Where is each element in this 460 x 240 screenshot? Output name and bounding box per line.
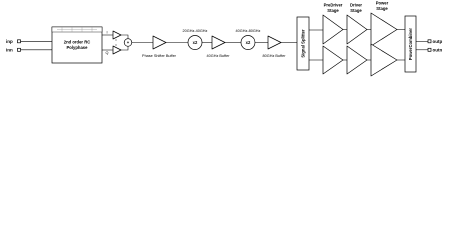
predriver-amp-lower — [322, 45, 344, 75]
power-amp-upper — [370, 12, 398, 47]
power-stage-label-1: Power — [376, 1, 389, 6]
driver-stage-label-1: Driver — [350, 3, 362, 8]
output-pin-outn — [427, 47, 432, 52]
driver-stage-label-2: Stage — [350, 8, 362, 13]
buffer-80ghz-label: 80GHz Buffer — [263, 54, 287, 58]
buffer-40ghz-label: 40GHz Buffer — [207, 54, 231, 58]
output-label-outp: outp — [433, 39, 443, 44]
lower-amplifier-chain — [309, 43, 405, 77]
summing-symbol: + — [127, 40, 130, 45]
input-label-inn: inn — [6, 48, 13, 53]
i-path-vga — [112, 30, 122, 40]
upper-amplifier-chain — [309, 12, 405, 47]
output-label-outn: outn — [433, 48, 443, 53]
polyphase-label-line1: 2nd order RC — [64, 40, 91, 45]
signal-splitter-label: Signal Splitter — [301, 29, 306, 58]
iq-vector-modulator: I Q + — [106, 30, 133, 55]
doubler-2-range: 40GHz-80GHz — [236, 29, 261, 33]
buffer-40ghz — [211, 35, 226, 50]
power-stage-label-2: Stage — [376, 6, 388, 11]
polyphase-filter-block: 2nd order RC Polyphase — [51, 26, 103, 64]
doubler-1-range: 20GHz-40GHz — [183, 29, 208, 33]
q-path-label: Q — [106, 51, 109, 55]
predriver-amp-upper — [322, 14, 344, 45]
q-path-vga — [112, 45, 122, 55]
polyphase-label-line2: Polyphase — [67, 45, 89, 50]
power-combiner-label: PowerCombiner — [408, 28, 413, 60]
driver-amp-upper — [346, 14, 368, 45]
doubler-1-symbol: x2 — [193, 40, 198, 45]
wire-vga-to-sum — [121, 34, 129, 51]
doubler-2-symbol: x2 — [246, 40, 251, 45]
i-path-label: I — [106, 31, 107, 35]
input-label-inp: inp — [6, 39, 13, 44]
predriver-stage-label-1: PreDriver — [324, 3, 343, 8]
power-amp-lower — [370, 43, 398, 77]
driver-amp-lower — [346, 45, 368, 75]
power-combiner-block — [404, 15, 417, 73]
input-pin-inp — [17, 39, 21, 44]
signal-splitter-block — [296, 16, 310, 71]
input-pin-inn — [17, 47, 21, 52]
buffer-80ghz — [267, 35, 282, 50]
predriver-stage-label-2: Stage — [327, 8, 339, 13]
transmitter-block-diagram: inp inn 2nd order RC Polyphase I Q + Pha… — [6, 1, 443, 77]
output-pin-outp — [427, 39, 432, 44]
phase-shifter-buffer — [152, 35, 167, 50]
phase-shifter-buffer-label: Phase Shifter Buffer — [142, 54, 177, 58]
